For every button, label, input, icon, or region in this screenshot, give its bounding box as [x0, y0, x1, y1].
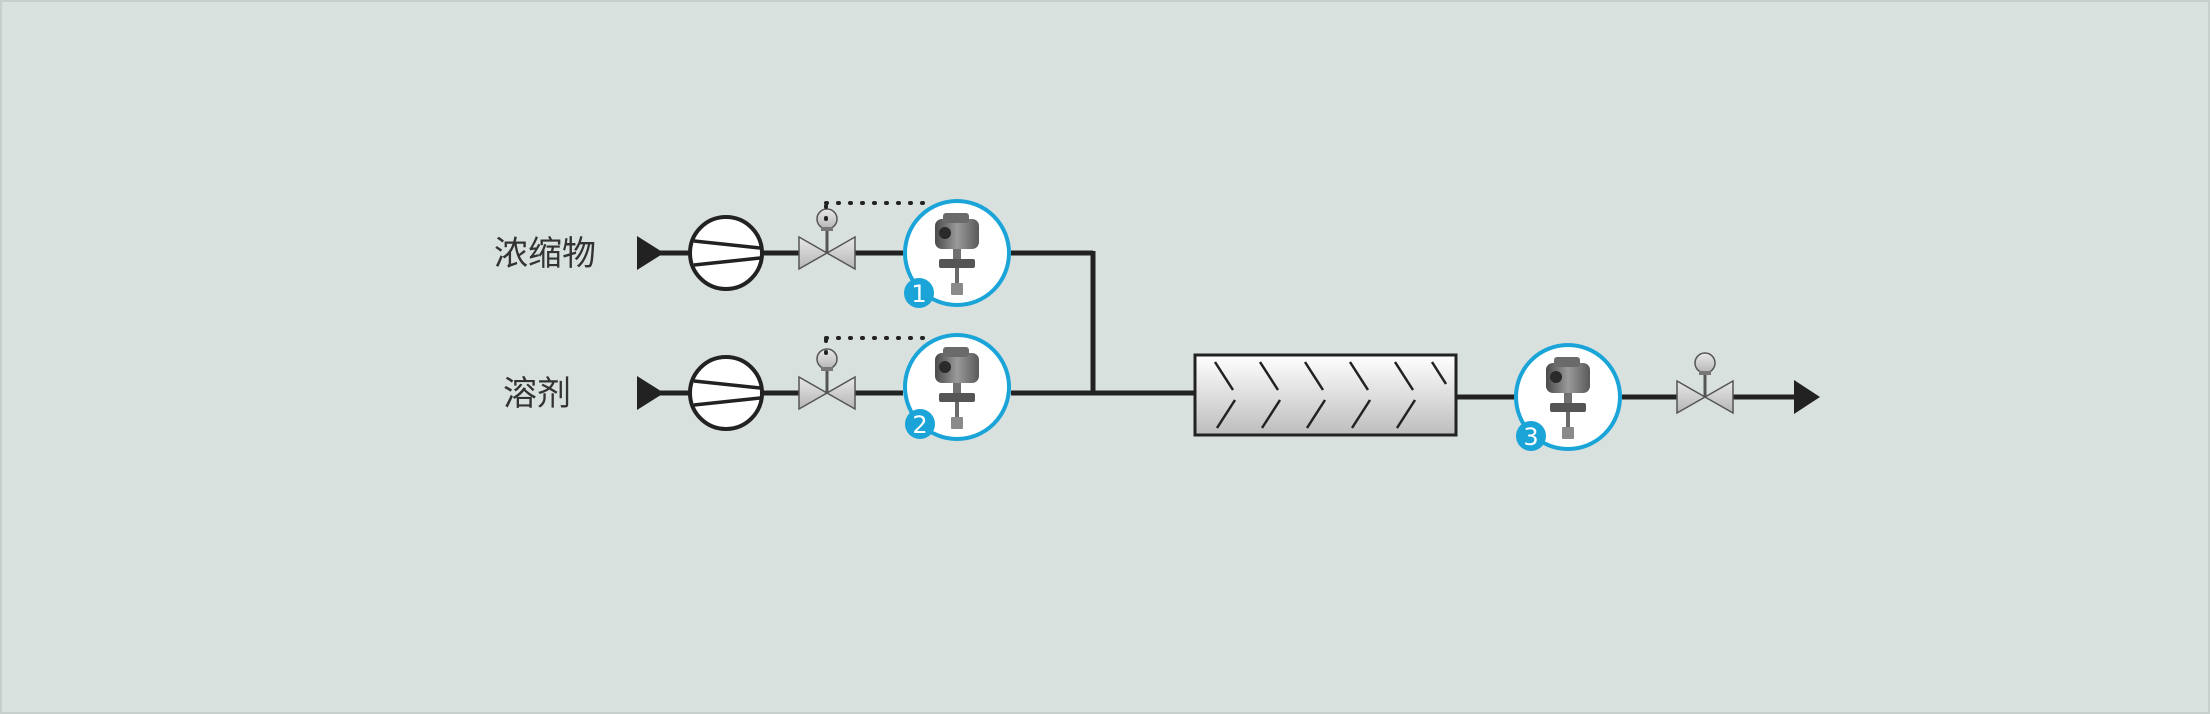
outlet-arrow-icon — [1794, 380, 1820, 414]
sensor-badge — [1516, 421, 1546, 451]
line-2: 溶剂 2 — [503, 333, 1195, 441]
sensor-badge — [905, 409, 935, 439]
pump-icon[interactable] — [688, 355, 764, 431]
sensor-number: 2 — [912, 411, 927, 439]
static-mixer-icon[interactable] — [1193, 353, 1458, 437]
outlet-line: 3 — [1456, 343, 1820, 451]
sensor-number: 3 — [1523, 423, 1538, 451]
line-label-solvent: 溶剂 — [503, 374, 571, 414]
sensor-badge — [904, 278, 934, 308]
sensor-number: 1 — [911, 280, 926, 308]
line-1: 浓缩物 1 — [494, 199, 1096, 393]
pump-icon[interactable] — [688, 215, 764, 291]
line-label-concentrate: 浓缩物 — [494, 234, 596, 274]
